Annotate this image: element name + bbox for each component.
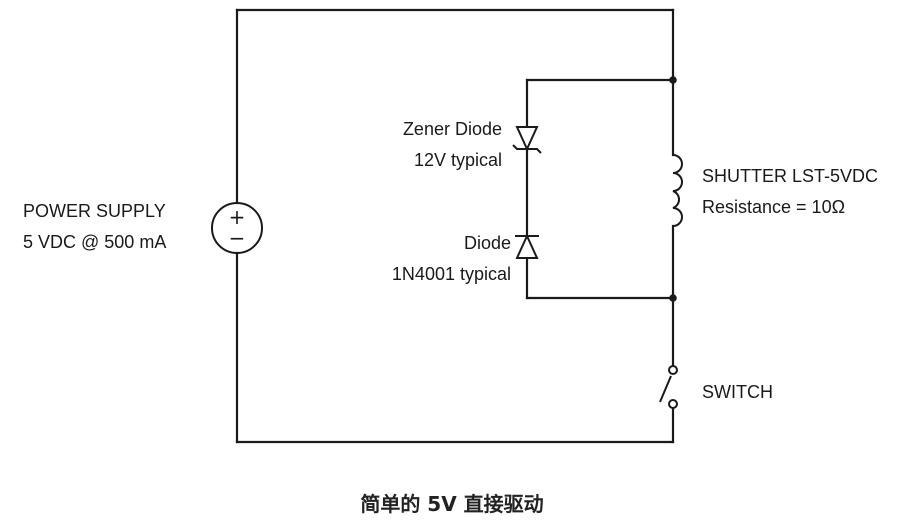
switch-text: SWITCH <box>702 382 773 402</box>
diagram-caption: 简单的 5V 直接驱动 <box>360 492 544 516</box>
zener-diode-icon <box>512 126 542 154</box>
junction-dot <box>669 76 677 84</box>
shutter-line1: SHUTTER LST-5VDC <box>702 166 879 186</box>
shutter-label: SHUTTER LST-5VDC Resistance = 10Ω <box>702 161 878 223</box>
diode-icon <box>515 233 539 259</box>
switch-icon <box>659 365 678 409</box>
zener-label: Zener Diode 12V typical <box>403 114 502 176</box>
switch-label: SWITCH <box>702 377 773 408</box>
power-supply-line2: 5 VDC @ 500 mA <box>23 232 167 252</box>
diode-line2: 1N4001 typical <box>391 264 511 284</box>
diode-line1: Diode <box>463 233 511 253</box>
wires <box>235 8 675 444</box>
coil-icon <box>672 154 683 227</box>
plus-sign: + <box>229 205 246 229</box>
power-supply-label: POWER SUPPLY 5 VDC @ 500 mA <box>23 196 166 258</box>
zener-line2: 12V typical <box>413 150 502 170</box>
power-supply-line1: POWER SUPPLY <box>23 201 166 221</box>
minus-sign: − <box>229 226 246 250</box>
shutter-line2: Resistance = 10Ω <box>702 197 846 217</box>
voltage-source-icon: + − <box>211 202 263 254</box>
junction-dot <box>669 294 677 302</box>
zener-line1: Zener Diode <box>402 119 502 139</box>
diode-label: Diode 1N4001 typical <box>392 228 511 290</box>
